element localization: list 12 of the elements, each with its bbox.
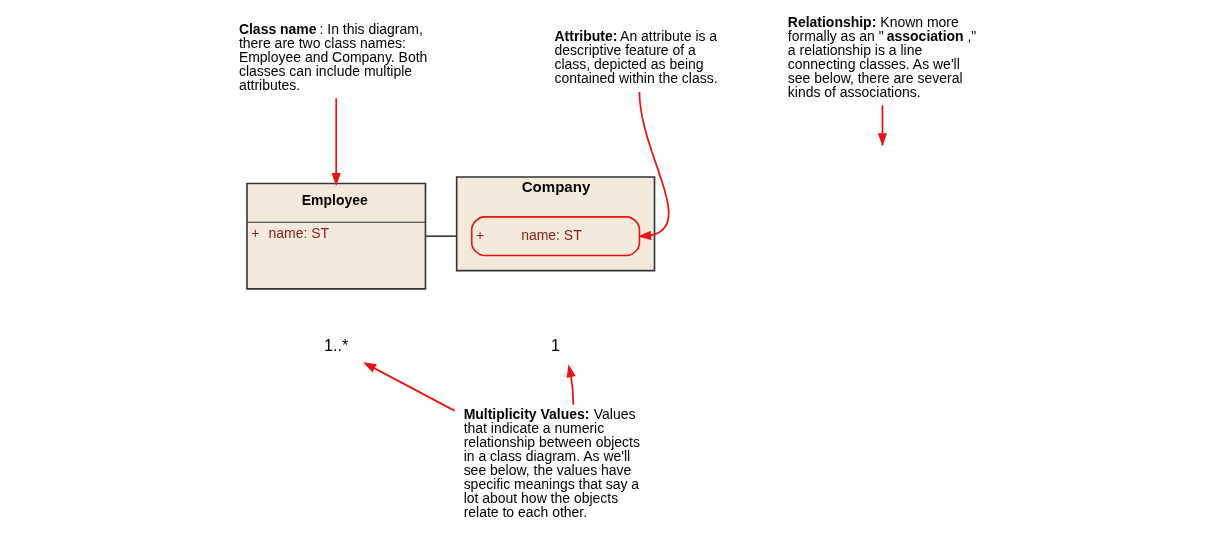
node-text: Multiplicity Values: Values that indicate a numeric relationship between objects in a class diagram. As we'll see below, the values have specific meanings that say a lot about how the objects relate to each other. [463, 406, 640, 521]
arrow [566, 364, 576, 406]
node-text: Class name: In this diagram, there are two class names: Employee and Company. Both classes can include multiple attributes. [238, 20, 427, 93]
node-text: 1..* [323, 335, 348, 354]
node-box: + name: ST [470, 216, 640, 257]
arrow [362, 362, 456, 412]
node-text: Attribute: An attribute is a descriptive feature of a class, depicted as being contained within the class. [554, 27, 718, 86]
node-text: 1 [550, 335, 560, 354]
connector [424, 235, 457, 238]
arrow [637, 91, 669, 240]
arrow [331, 97, 341, 187]
node-text: Relationship: Known more formally as an "association," a relationship is a line connecting classes. As we'll see below, there are several kinds of associations. [787, 13, 976, 100]
